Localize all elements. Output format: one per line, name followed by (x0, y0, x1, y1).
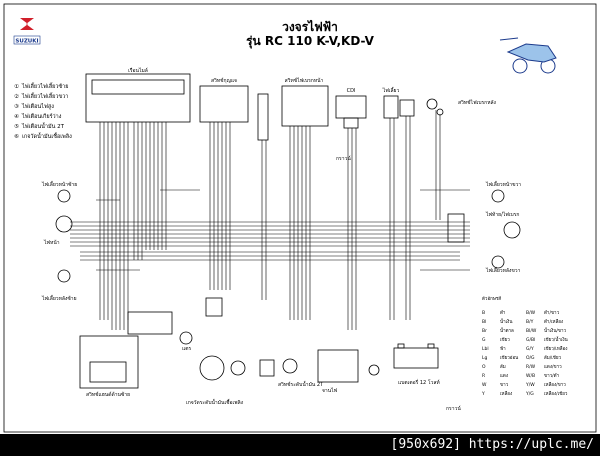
svg-text:③: ③ (14, 104, 19, 110)
legend-item: ไฟเตือนไฟสูง (21, 103, 54, 110)
left-front-label: ไฟเลี้ยวหน้าซ้าย (41, 179, 77, 188)
color-code-cell: เขียวอ่อน (500, 355, 518, 361)
color-code-cell: B/Y (526, 319, 534, 325)
color-code-cell: Bl (482, 319, 486, 325)
meter-label: เรือนไมล์ (128, 67, 148, 74)
lower-components (79, 297, 439, 389)
cdi-label: CDI (347, 88, 356, 94)
color-code-cell: น้ำเงิน/ขาว (544, 327, 567, 334)
color-code-table: ตัวอักษรสี B ดำ B/W ดำ/ขาว Bl น้ำเงิน B/Y ดำ/เห… (481, 296, 568, 397)
color-code-cell: เขียว (500, 337, 510, 343)
color-code-cell: เหลือง (500, 390, 512, 397)
legend-item: เกจวัดน้ำมันเชื้อเพลิง (22, 132, 72, 140)
color-code-cell: แดง (500, 374, 508, 379)
color-code-cell: B (482, 310, 485, 316)
top-components (85, 73, 444, 141)
svg-text:⑤: ⑤ (14, 124, 19, 130)
color-code-cell: Lg (482, 355, 488, 361)
color-code-cell: เหลือง/เขียว (544, 390, 568, 397)
color-code-cell: เหลือง/ขาว (544, 381, 566, 388)
color-code-cell: ดำ (500, 309, 506, 316)
color-code-cell: B/W (526, 310, 536, 316)
color-code-cell: Bl/W (526, 328, 537, 334)
color-code-cell: G (482, 337, 486, 343)
color-code-cell: ดำ/ขาว (544, 309, 560, 316)
footer-bar: [950x692] https://uplc.me/ (0, 434, 600, 456)
horn-switch-label: สวิทช์ไฟเบรกหน้า (285, 77, 324, 84)
scooter-illustration (499, 37, 557, 74)
right-front-label: ไฟเลี้ยวหน้าขวา (485, 179, 521, 188)
color-code-cell: G/Y (526, 346, 534, 352)
svg-text:⑥: ⑥ (14, 134, 19, 140)
color-code-cell: น้ำตาล (500, 327, 514, 334)
color-code-cell: ดำ/เหลือง (544, 318, 563, 325)
color-code-cell: O/G (526, 355, 535, 361)
rear-brake-label: สวิทช์ไฟเบรกหลัง (458, 99, 497, 106)
color-code-cell: Y (481, 391, 485, 397)
wire-harness (70, 110, 470, 330)
color-code-cell: O (482, 364, 486, 370)
oil-switch-label: สวิทช์ระดับน้ำมัน 2T (278, 379, 324, 388)
page-title: วงจรไฟฟ้า (282, 20, 338, 34)
brand-text: SUZUKI (15, 39, 38, 45)
horn-label: แตร (182, 346, 191, 352)
ground-label: กราวน์ (336, 155, 351, 162)
color-code-cell: Y/W (525, 382, 535, 388)
svg-text:④: ④ (14, 114, 19, 120)
color-code-cell: Y/G (525, 391, 534, 397)
color-code-cell: G/Bl (526, 337, 535, 343)
starter-switch-label: สวิทช์กุญแจ (211, 77, 237, 84)
color-code-cell: เขียว/น้ำเงิน (544, 336, 568, 343)
gen-label: จานไฟ (322, 387, 338, 394)
relay-label: ไฟเลี้ยว (382, 85, 400, 94)
color-code-cell: ขาว/ดำ (544, 372, 560, 379)
legend-item: ไฟเลี้ยวไฟเลี้ยวขวา (21, 92, 68, 100)
color-code-cell: Br (482, 328, 487, 334)
right-rear-label: ไฟเลี้ยวหลังขวา (485, 265, 521, 274)
color-code-cell: เขียว/เหลือง (544, 345, 567, 352)
legend-item: ไฟเลี้ยวไฟเลี้ยวซ้าย (21, 82, 69, 90)
color-code-cell: ส้ม (500, 364, 506, 370)
color-code-cell: R (482, 373, 485, 379)
legend-item: ไฟเตือนน้ำมัน 2T (21, 122, 65, 130)
color-code-cell: แดง/ขาว (544, 364, 562, 370)
tail-lamp-label: ไฟท้าย/ไฟเบรก (485, 211, 519, 218)
color-code-title: ตัวอักษรสี (482, 296, 501, 302)
color-code-cell: น้ำเงิน (500, 318, 512, 325)
head-lamp-label: ไฟหน้า (43, 239, 60, 246)
svg-text:①: ① (14, 84, 19, 90)
color-code-cell: W (482, 382, 487, 388)
suzuki-logo: SUZUKI (13, 18, 41, 45)
color-code-cell: Lbl (482, 346, 489, 352)
color-code-cell: W/B (526, 373, 535, 379)
handle-left-label: สวิทช์แฮนด์ด้านซ้าย (86, 391, 130, 398)
color-code-cell: R/W (526, 364, 536, 370)
color-code-cell: ส้ม/เขียว (544, 355, 561, 361)
left-rear-label: ไฟเลี้ยวหลังซ้าย (41, 293, 77, 302)
legend-item: ไฟเตือนเกียร์ว่าง (21, 113, 62, 120)
color-code-cell: ฟ้า (500, 346, 506, 352)
fuel-gauge-label: เกจวัดระดับน้ำมันเชื้อเพลิง (186, 397, 244, 406)
footer-url: [950x692] https://uplc.me/ (390, 437, 595, 452)
battery-label: แบตเตอรี่ 12 โวลท์ (398, 379, 440, 386)
lamps (55, 189, 521, 283)
ground-label-2: กราวน์ (446, 405, 461, 412)
svg-text:②: ② (14, 93, 19, 100)
color-code-cell: ขาว (500, 383, 509, 388)
page-subtitle: รุ่น RC 110 K-V,KD-V (246, 34, 374, 48)
